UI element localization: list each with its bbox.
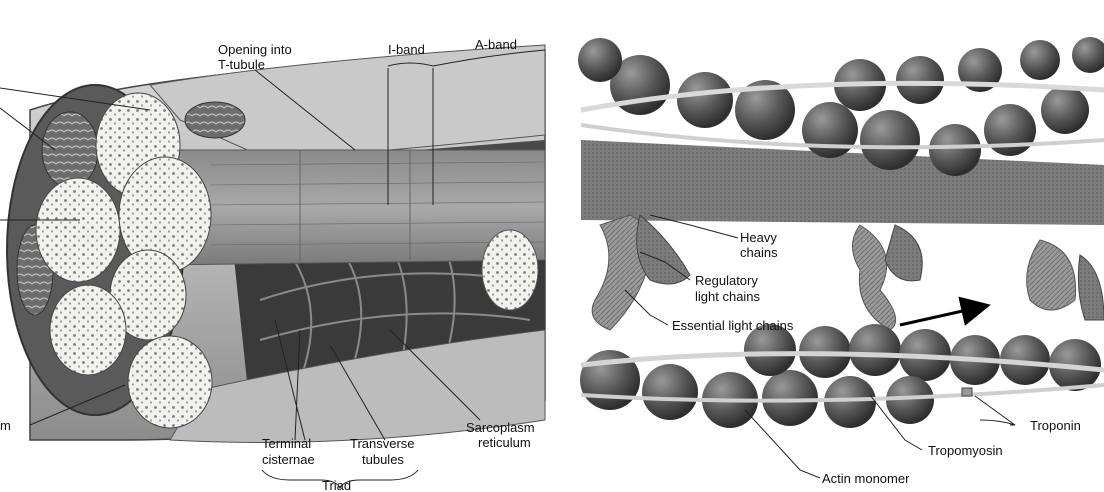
label-sarcoplasm-line2: reticulum — [478, 435, 531, 450]
label-opening-line1: Opening into — [218, 42, 292, 57]
sarcomere-filament-diagram: Heavy chains Regulatory light chains Ess… — [578, 37, 1104, 486]
label-transverse-line2: tubules — [362, 452, 404, 467]
mitochondrion-top — [42, 112, 98, 188]
right-myofibril-end — [482, 230, 538, 310]
label-actin-monomer: Actin monomer — [822, 471, 910, 486]
label-essential-light-chains: Essential light chains — [672, 318, 794, 333]
label-heavy-line1: Heavy — [740, 230, 777, 245]
label-terminal-line2: cisternae — [262, 452, 315, 467]
label-terminal-line1: Terminal — [262, 436, 311, 451]
myofibril-end — [36, 178, 120, 282]
label-regulatory-line2: light chains — [695, 289, 761, 304]
label-sarcoplasm-line1: Sarcoplasm — [466, 420, 535, 435]
label-regulatory-line1: Regulatory — [695, 273, 758, 288]
sarcoplasmic-reticulum-diagram: Opening into T-tubule I-band A-band m Te… — [0, 37, 545, 492]
label-a-band: A-band — [475, 37, 517, 52]
mitochondrion-top-right — [185, 102, 245, 138]
label-troponin: Troponin — [1030, 418, 1081, 433]
label-i-band: I-band — [388, 42, 425, 57]
label-edge-m: m — [0, 418, 11, 433]
myofibril-end — [128, 336, 212, 428]
label-transverse-line1: Transverse — [350, 436, 415, 451]
label-heavy-line2: chains — [740, 245, 778, 260]
label-tropomyosin: Tropomyosin — [928, 443, 1003, 458]
label-triad: Triad — [322, 478, 351, 492]
label-opening-line2: T-tubule — [218, 57, 265, 72]
myofibril-end — [50, 285, 126, 375]
